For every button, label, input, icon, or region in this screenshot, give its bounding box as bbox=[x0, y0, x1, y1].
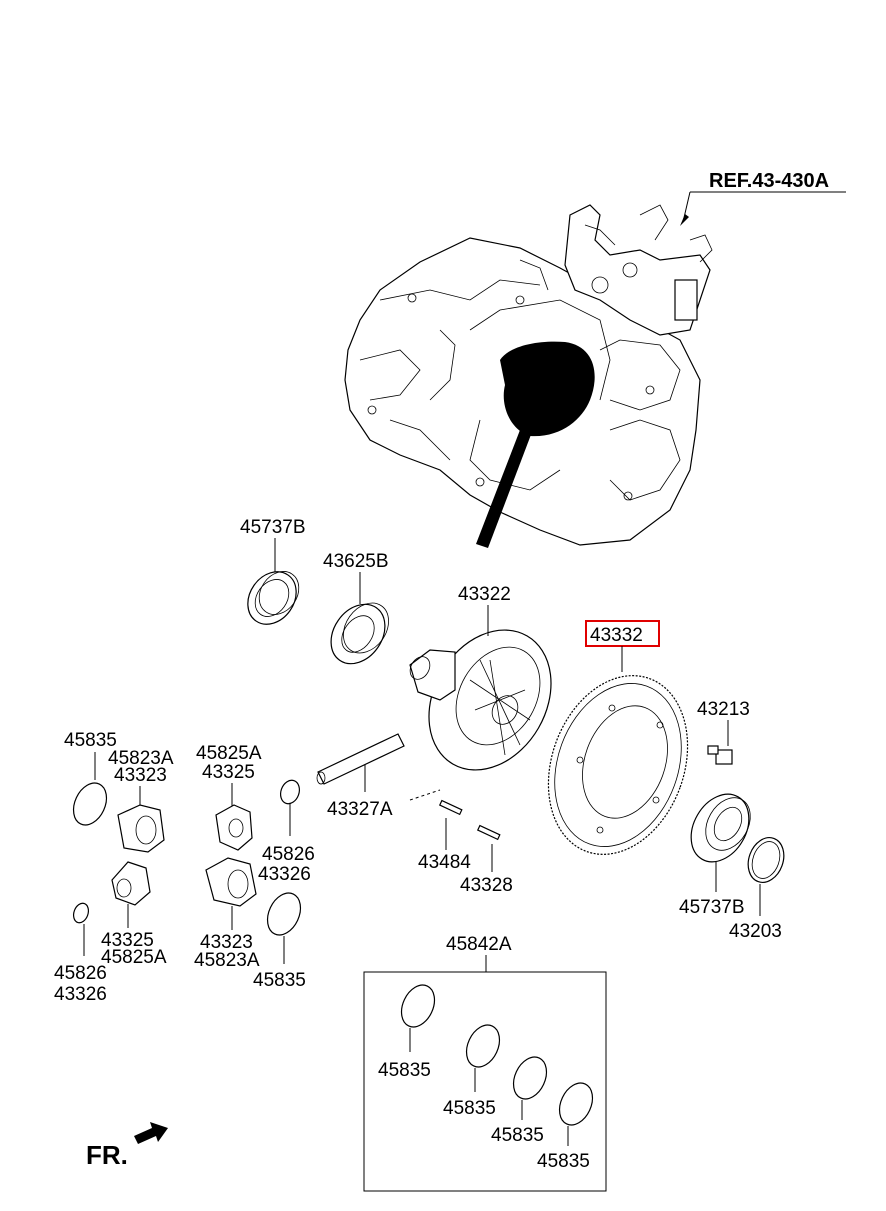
bearing-45737B-bottom bbox=[690, 793, 751, 863]
label-45842A[interactable]: 45842A bbox=[446, 934, 512, 955]
front-arrow-icon bbox=[134, 1122, 168, 1144]
kit-shim-3 bbox=[512, 1056, 548, 1100]
kit-shim-1 bbox=[400, 984, 436, 1028]
label-43327A[interactable]: 43327A bbox=[327, 799, 393, 820]
label-43326-mid[interactable]: 43326 bbox=[258, 864, 311, 885]
label-45737B-bottom[interactable]: 45737B bbox=[679, 897, 745, 918]
label-45826-left[interactable]: 45826 bbox=[54, 963, 107, 984]
label-43323-left[interactable]: 43323 bbox=[114, 765, 167, 786]
pin-43328 bbox=[476, 824, 501, 841]
side-gear-43323-mid bbox=[205, 857, 257, 907]
label-43625B[interactable]: 43625B bbox=[323, 551, 389, 572]
washer-45826-left bbox=[72, 902, 90, 924]
label-43326-left[interactable]: 43326 bbox=[54, 984, 107, 1005]
label-45835-mid[interactable]: 45835 bbox=[253, 970, 306, 991]
pinion-shaft-43327A bbox=[316, 733, 405, 785]
front-marker-label: FR. bbox=[86, 1140, 128, 1170]
label-43322[interactable]: 43322 bbox=[458, 584, 511, 605]
snap-ring-43203 bbox=[747, 837, 785, 883]
label-45823A-left[interactable]: 45823A bbox=[108, 748, 174, 769]
pin-43484 bbox=[438, 799, 463, 816]
label-45825A-left[interactable]: 45825A bbox=[101, 947, 167, 968]
label-43325-left[interactable]: 43325 bbox=[101, 930, 154, 951]
ref-arrow-head bbox=[680, 214, 689, 226]
label-kit-shim-4[interactable]: 45835 bbox=[537, 1151, 590, 1172]
differential-case-43322 bbox=[409, 629, 552, 771]
label-45835-left[interactable]: 45835 bbox=[64, 730, 117, 751]
label-45826-mid[interactable]: 45826 bbox=[262, 844, 315, 865]
bolt-43213 bbox=[707, 745, 733, 765]
label-43323-mid[interactable]: 43323 bbox=[200, 932, 253, 953]
bearing-45737B-top bbox=[247, 571, 300, 625]
transaxle-housing bbox=[344, 204, 713, 548]
bearing-43625B bbox=[330, 602, 389, 665]
label-43203[interactable]: 43203 bbox=[729, 921, 782, 942]
label-43332[interactable]: 43332 bbox=[590, 625, 643, 646]
kit-shim-2 bbox=[465, 1024, 501, 1068]
kit-shim-4 bbox=[558, 1082, 594, 1126]
label-43328[interactable]: 43328 bbox=[460, 875, 513, 896]
label-45825A-mid[interactable]: 45825A bbox=[196, 743, 262, 764]
pinion-gear-43325-left bbox=[111, 861, 151, 906]
label-kit-shim-1[interactable]: 45835 bbox=[378, 1060, 431, 1081]
assembly-line-pins bbox=[409, 789, 441, 801]
label-43213[interactable]: 43213 bbox=[697, 699, 750, 720]
label-45823A-mid[interactable]: 45823A bbox=[194, 950, 260, 971]
label-43484[interactable]: 43484 bbox=[418, 852, 471, 873]
label-45737B-top[interactable]: 45737B bbox=[240, 517, 306, 538]
thrust-washer-45835-left bbox=[72, 782, 108, 826]
side-gear-43323-left bbox=[117, 804, 165, 853]
ring-gear-43332 bbox=[547, 675, 689, 855]
differential-leader-band bbox=[476, 430, 532, 548]
shim-kit-box bbox=[363, 971, 607, 1192]
label-43325-mid[interactable]: 43325 bbox=[202, 762, 255, 783]
ref-label[interactable]: REF.43-430A bbox=[709, 170, 829, 192]
differential-location-fill bbox=[500, 341, 595, 437]
label-kit-shim-2[interactable]: 45835 bbox=[443, 1098, 496, 1119]
label-kit-shim-3[interactable]: 45835 bbox=[491, 1125, 544, 1146]
washer-45826-mid bbox=[279, 779, 301, 805]
pinion-gear-43325-mid bbox=[215, 804, 253, 851]
thrust-washer-45835-mid bbox=[266, 892, 302, 936]
